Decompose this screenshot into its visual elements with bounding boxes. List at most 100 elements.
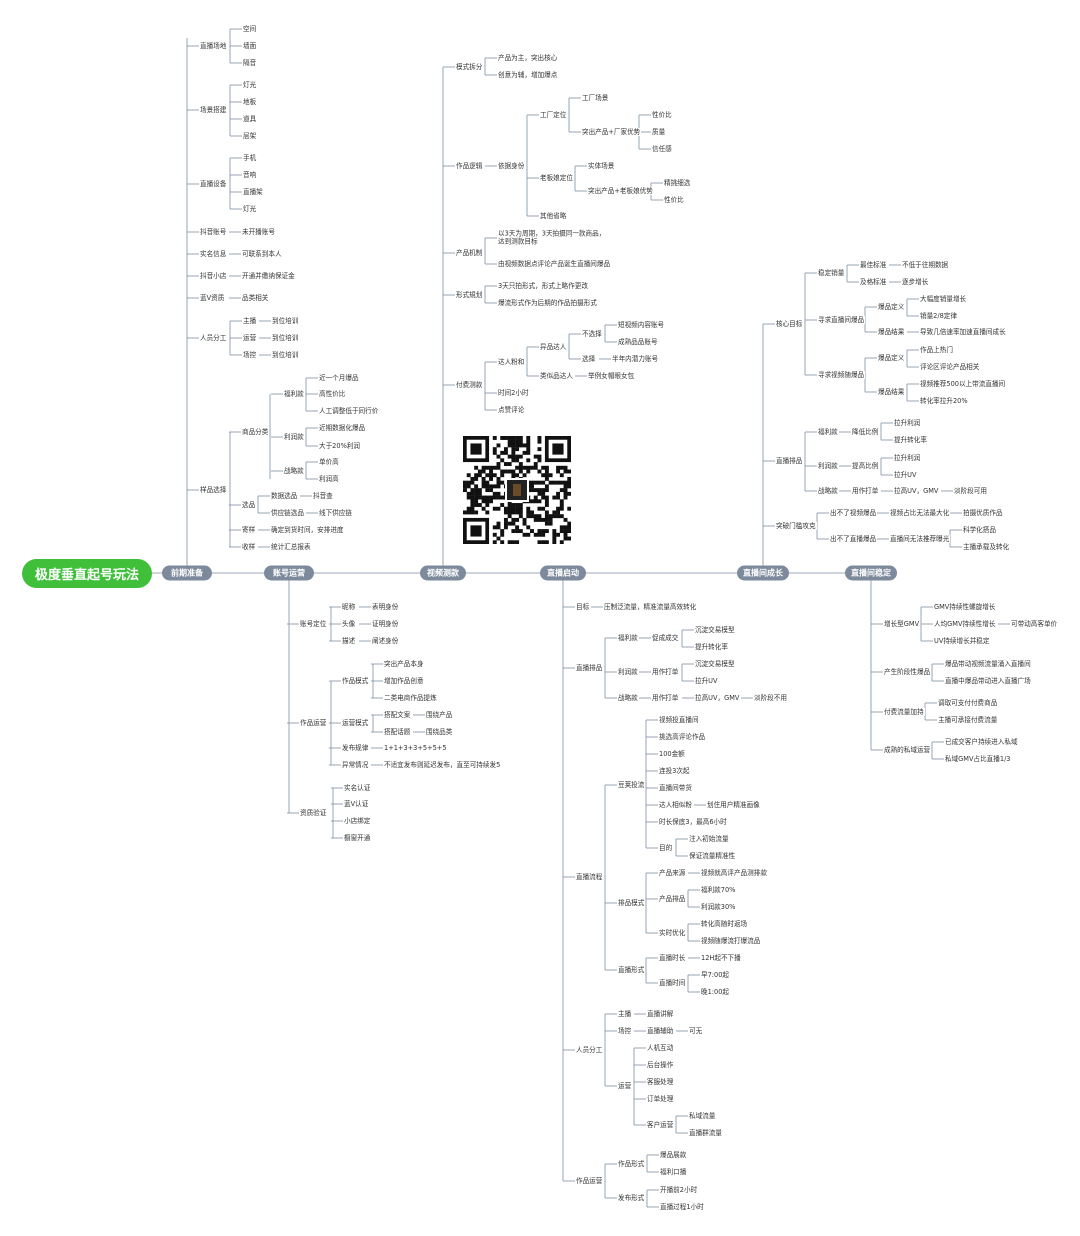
mind-map-node[interactable]: 用作打单 xyxy=(651,694,680,702)
mind-map-node[interactable]: 逐步增长 xyxy=(901,278,930,286)
mind-map-node[interactable]: 战略款 xyxy=(817,487,839,495)
mind-map-node[interactable]: 抖音小店 xyxy=(199,272,228,280)
mind-map-node[interactable]: 利润高 xyxy=(318,475,340,483)
root-node[interactable]: 极度垂直起号玩法 xyxy=(22,559,152,588)
mind-map-node[interactable]: 信任感 xyxy=(651,145,673,153)
mind-map-node[interactable]: 短视频内容账号 xyxy=(617,321,666,329)
mind-map-node[interactable]: 压制泛流量，精准流量高效转化 xyxy=(603,603,698,611)
mind-map-node[interactable]: 利润款 xyxy=(283,433,305,441)
mind-map-node[interactable]: 直播中爆品带动进入直播广场 xyxy=(944,677,1032,685)
mind-map-node[interactable]: 连投3次起 xyxy=(658,767,691,775)
mind-map-node[interactable]: 直播间带货 xyxy=(658,784,693,792)
mind-map-node[interactable]: 发布规律 xyxy=(341,744,370,752)
mind-map-node[interactable]: 蓝V认证 xyxy=(343,800,370,808)
mind-map-node[interactable]: 核心目标 xyxy=(775,320,804,328)
mind-map-node[interactable]: 实体场景 xyxy=(587,162,616,170)
mind-map-node[interactable]: 由视频数据点评论产品诞生直播间爆品 xyxy=(497,260,612,268)
mind-map-node[interactable]: 提升转化率 xyxy=(694,643,729,651)
mind-map-node[interactable]: 福利款70% xyxy=(700,886,737,894)
mind-map-node[interactable]: 到位培训 xyxy=(271,334,300,342)
mind-map-node[interactable]: 目的 xyxy=(658,844,674,852)
mind-map-node[interactable]: 直播排品 xyxy=(575,664,604,672)
mind-map-node[interactable]: 福利款 xyxy=(283,390,305,398)
mind-map-node[interactable]: 表明身份 xyxy=(371,603,400,611)
mind-map-node[interactable]: 转化高随时返场 xyxy=(700,920,749,928)
mind-map-node[interactable]: 出不了直播爆品 xyxy=(829,535,878,543)
mind-map-node[interactable]: 运营模式 xyxy=(341,719,370,727)
mind-map-node[interactable]: 发布形式 xyxy=(617,1194,646,1202)
mind-map-node[interactable]: 私域流量 xyxy=(688,1112,717,1120)
mind-map-node[interactable]: 搭配文案 xyxy=(383,711,412,719)
mind-map-node[interactable]: 空间 xyxy=(242,25,258,33)
mind-map-node[interactable]: 数据选品 xyxy=(270,492,299,500)
mind-map-node[interactable]: 场控 xyxy=(242,351,258,359)
mind-map-node[interactable]: 举例女帽眼女包 xyxy=(587,372,636,380)
mind-map-node[interactable]: 直播架 xyxy=(242,188,264,196)
mind-map-node[interactable]: 蓝V资质 xyxy=(199,294,226,302)
mind-map-node[interactable]: 爆品展款 xyxy=(659,1151,688,1159)
mind-map-node[interactable]: 开播前2小时 xyxy=(659,1186,699,1194)
mind-map-node[interactable]: 未开播账号 xyxy=(241,228,276,236)
mind-map-node[interactable]: 寻求视频随爆品 xyxy=(817,371,866,379)
mind-map-node[interactable]: 大幅度销量增长 xyxy=(919,295,968,303)
mind-map-node[interactable]: 直播时长 xyxy=(658,954,687,962)
mind-map-node[interactable]: 福利款 xyxy=(617,634,639,642)
main-node[interactable]: 直播间稳定 xyxy=(845,565,897,581)
mind-map-node[interactable]: 层架 xyxy=(242,132,258,140)
mind-map-node[interactable]: 成熟的私域运营 xyxy=(883,746,932,754)
mind-map-node[interactable]: 爆品定义 xyxy=(877,303,906,311)
mind-map-node[interactable]: 调取可支付付费商品 xyxy=(937,699,999,707)
mind-map-node[interactable]: 作品形式 xyxy=(617,1160,646,1168)
mind-map-node[interactable]: 用作打单 xyxy=(651,668,680,676)
mind-map-node[interactable]: 突出产品+厂家优势 xyxy=(581,128,642,136)
mind-map-node[interactable]: 直播过程1小时 xyxy=(659,1203,705,1211)
mind-map-node[interactable]: 爆品结果 xyxy=(877,328,906,336)
mind-map-node[interactable]: 可联系到本人 xyxy=(241,250,283,258)
mind-map-node[interactable]: 视频占比无法最大化 xyxy=(889,509,951,517)
mind-map-node[interactable]: 豆荚投流 xyxy=(617,781,646,789)
mind-map-node[interactable]: 主播 xyxy=(242,317,258,325)
mind-map-node[interactable]: 品类相关 xyxy=(241,294,270,302)
mind-map-node[interactable]: 半年内潜力账号 xyxy=(611,355,660,363)
mind-map-node[interactable]: 直播辅助 xyxy=(646,1027,675,1035)
mind-map-node[interactable]: 排品模式 xyxy=(617,899,646,907)
mind-map-node[interactable]: 客户运营 xyxy=(646,1121,675,1129)
mind-map-node[interactable]: 利润款30% xyxy=(700,903,737,911)
mind-map-node[interactable]: 100金额 xyxy=(658,750,686,758)
mind-map-node[interactable]: 产品为主，突出核心 xyxy=(497,54,559,62)
mind-map-node[interactable]: 福利口播 xyxy=(659,1168,688,1176)
mind-map-node[interactable]: 稳定销量 xyxy=(817,269,846,277)
mind-map-node[interactable]: 突出产品+老板娘优势 xyxy=(587,187,654,195)
mind-map-node[interactable]: 拉高UV，GMV xyxy=(694,694,741,702)
mind-map-node[interactable]: 开通并缴纳保证金 xyxy=(241,272,296,280)
mind-map-node[interactable]: 类似品达人 xyxy=(539,372,574,380)
mind-map-node[interactable]: 主播承载及转化 xyxy=(962,543,1011,551)
mind-map-node[interactable]: 主播可承接付费流量 xyxy=(937,716,999,724)
mind-map-node[interactable]: 导致几倍速率加速直播间成长 xyxy=(919,328,1007,336)
mind-map-node[interactable]: 付费流量加持 xyxy=(883,708,925,716)
mind-map-node[interactable]: 线下供应链 xyxy=(318,509,353,517)
mind-map-node[interactable]: 爆品带动视频流量涌入直播间 xyxy=(944,660,1032,668)
mind-map-node[interactable]: 性价比 xyxy=(663,196,685,204)
mind-map-node[interactable]: 不适宜发布则延迟发布，直至可持续发5 xyxy=(383,761,502,769)
mind-map-node[interactable]: 战略款 xyxy=(283,467,305,475)
mind-map-node[interactable]: 拉升利润 xyxy=(893,454,922,462)
mind-map-node[interactable]: 直播设备 xyxy=(199,180,228,188)
mind-map-node[interactable]: 质量 xyxy=(651,128,667,136)
mind-map-node[interactable]: 隔音 xyxy=(242,59,258,67)
mind-map-node[interactable]: 商品分类 xyxy=(241,428,270,436)
mind-map-node[interactable]: 寄样 xyxy=(241,526,257,534)
main-node[interactable]: 账号运营 xyxy=(264,565,314,581)
mind-map-node[interactable]: 降低比例 xyxy=(851,428,880,436)
mind-map-node[interactable]: 高性价比 xyxy=(318,390,347,398)
mind-map-node[interactable]: 小店绑定 xyxy=(343,817,372,825)
mind-map-node[interactable]: 形式規划 xyxy=(455,291,484,299)
mind-map-node[interactable]: 手机 xyxy=(242,154,258,162)
mind-map-node[interactable]: 单价高 xyxy=(318,458,340,466)
mind-map-node[interactable]: 及格标准 xyxy=(859,278,888,286)
mind-map-node[interactable]: 已成交客户持续进入私域 xyxy=(944,738,1019,746)
mind-map-node[interactable]: 寻求直播间爆品 xyxy=(817,316,866,324)
mind-map-node[interactable]: 视频随爆流打爆流品 xyxy=(700,937,762,945)
mind-map-node[interactable]: 运营 xyxy=(617,1082,633,1090)
mind-map-node[interactable]: 福利款 xyxy=(817,428,839,436)
